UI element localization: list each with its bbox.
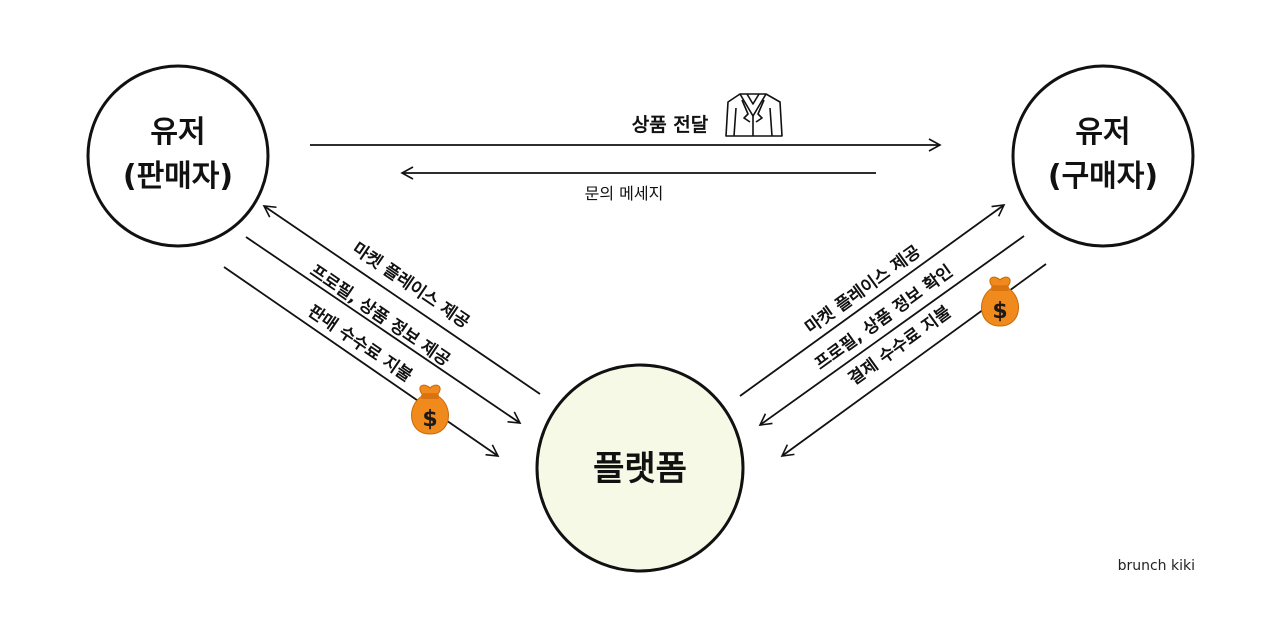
platform-node: 플랫폼 (535, 363, 745, 573)
left-marketplace-arrow (262, 205, 541, 395)
credit-text: brunch kiki (1118, 558, 1195, 574)
platform-label: 플랫폼 (593, 449, 687, 489)
left-fee-arrow (223, 266, 500, 457)
seller-node: 유저 (판매자) (86, 64, 270, 248)
left-profile-arrow (245, 236, 522, 424)
product-delivery-label: 상품 전달 (632, 114, 709, 136)
buyer-label-line1: 유저 (1075, 115, 1130, 150)
money-bag-icon: $ (981, 276, 1019, 327)
right-profile-arrow (758, 235, 1025, 426)
svg-text:$: $ (992, 299, 1007, 324)
svg-text:$: $ (422, 407, 437, 432)
money-bag-icon: $ (411, 384, 449, 435)
suit-icon (725, 93, 783, 137)
seller-label-line2: (판매자) (123, 159, 233, 194)
buyer-label-line2: (구매자) (1048, 159, 1158, 194)
inquiry-message-label: 문의 메세지 (585, 184, 664, 203)
right-marketplace-arrow (739, 204, 1006, 397)
seller-label-line1: 유저 (150, 115, 205, 150)
buyer-node: 유저 (구매자) (1011, 64, 1195, 248)
